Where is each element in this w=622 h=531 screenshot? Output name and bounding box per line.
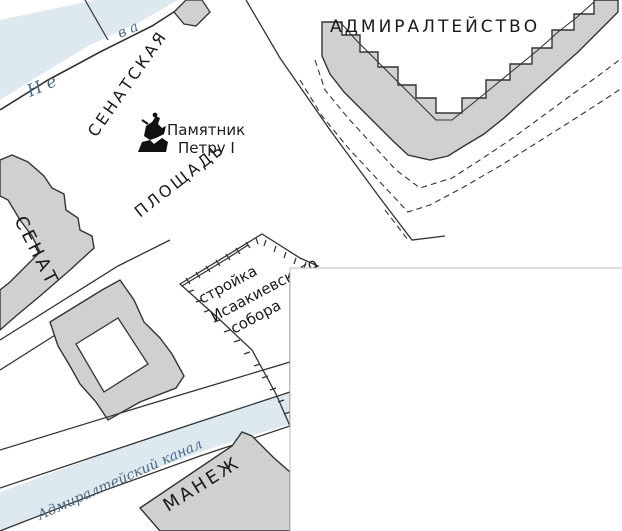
admiralty-courtyard bbox=[339, 1, 595, 121]
monument-label-line2: Петру I bbox=[178, 139, 235, 157]
admiralty-dashed-inner bbox=[384, 209, 409, 241]
senate-building bbox=[0, 154, 95, 331]
neva-embankment-line bbox=[0, 7, 181, 111]
neva-river bbox=[0, 0, 178, 100]
admiralty-label: АДМИРАЛТЕЙСТВО bbox=[330, 15, 540, 37]
construction-site-hatch bbox=[185, 237, 307, 415]
street-line-1 bbox=[0, 239, 171, 341]
street-line-2 bbox=[0, 331, 61, 371]
blank-panel-edge bbox=[289, 267, 622, 531]
small-building-north bbox=[173, 0, 211, 27]
neva-label-part2: в а bbox=[115, 19, 141, 42]
admiralty-dashed-boundary-1 bbox=[314, 57, 622, 189]
admiralty-canal bbox=[0, 392, 290, 531]
monument-label-line1: Памятник bbox=[167, 121, 245, 139]
admiralty-boulevard-edge bbox=[245, 0, 446, 241]
admiralty-dashed-boundary-2 bbox=[299, 79, 622, 213]
manege-building bbox=[138, 431, 291, 531]
synod-courtyard bbox=[75, 317, 149, 393]
bronze-horseman-icon bbox=[138, 112, 168, 152]
street-line-lower bbox=[0, 361, 291, 451]
neva-shore-line bbox=[84, 0, 109, 41]
blank-panel bbox=[290, 268, 622, 531]
canal-edge-top bbox=[0, 391, 291, 489]
